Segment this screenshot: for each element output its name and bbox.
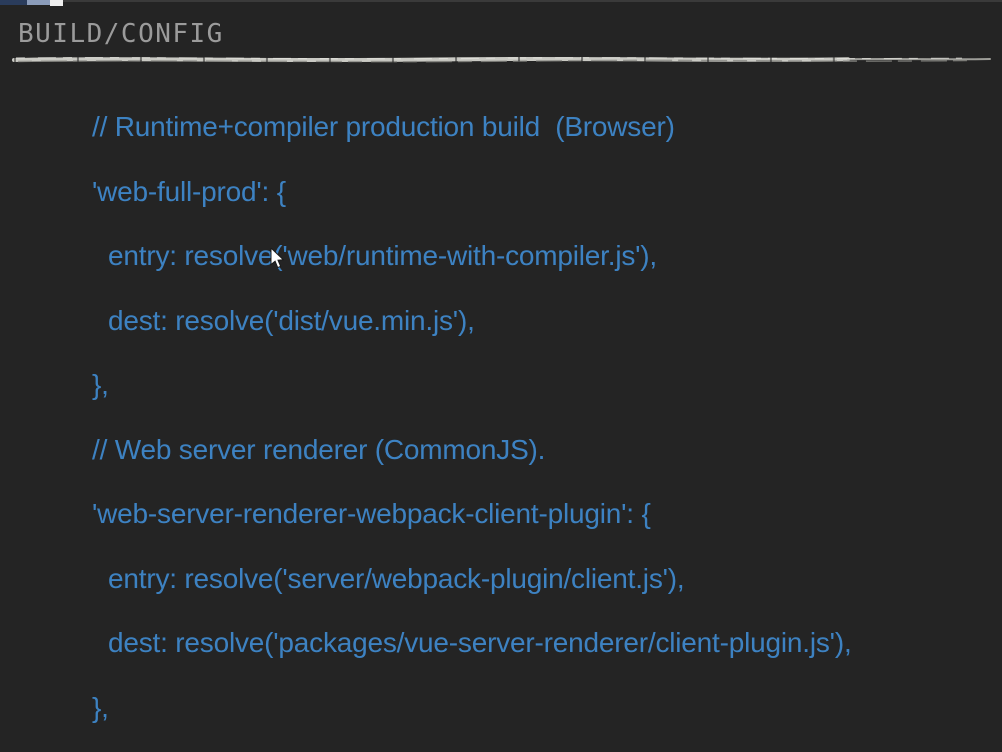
code-line: // Web server renderer (CommonJS). — [92, 433, 546, 465]
slide-title: BUILD/CONFIG — [18, 19, 224, 49]
code-line: dest: resolve('dist/vue.min.js'), — [108, 304, 475, 336]
screen-edge-artifact-darkblue — [0, 0, 27, 5]
code-line: }, — [92, 691, 109, 723]
code-line: entry: resolve('server/webpack-plugin/cl… — [108, 562, 685, 594]
screen-edge-artifact-lightblue — [27, 0, 50, 5]
screen-edge-artifact-hairline — [63, 0, 1002, 2]
screen-edge-artifact-white — [50, 0, 63, 6]
title-underline-divider — [12, 56, 991, 63]
code-line: 'web-server-renderer-webpack-client-plug… — [92, 498, 651, 529]
mouse-cursor-icon — [270, 248, 284, 269]
code-line: entry: resolve('web/runtime-with-compile… — [108, 240, 658, 271]
code-line: }, — [92, 369, 109, 400]
code-block: // Runtime+compiler production build (Br… — [0, 95, 1002, 740]
code-line: dest: resolve('packages/vue-server-rende… — [108, 627, 852, 658]
code-line: // Runtime+compiler production build (Br… — [92, 111, 675, 142]
code-line: 'web-full-prod': { — [92, 175, 286, 207]
